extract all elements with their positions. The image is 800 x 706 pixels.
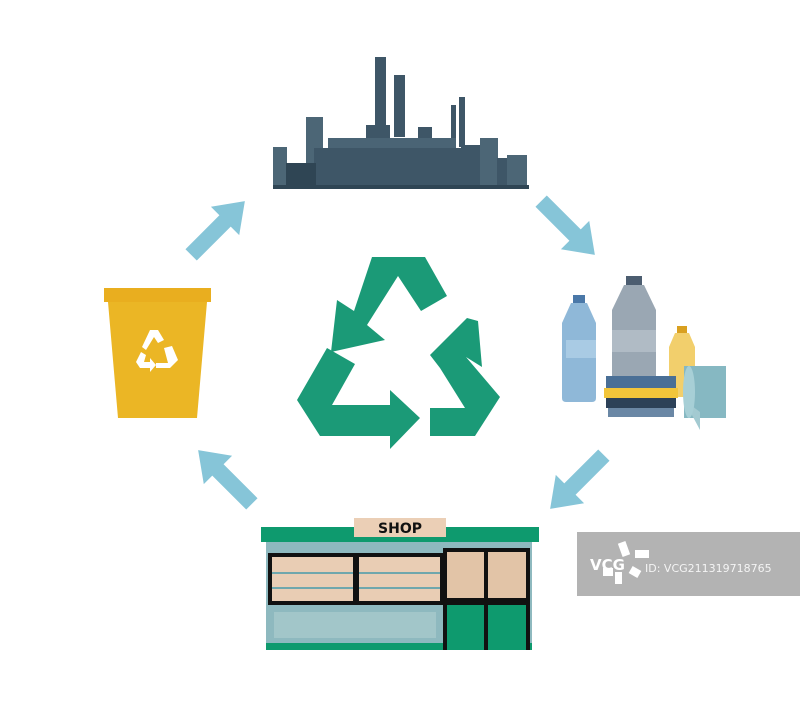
shop-sign <box>354 518 446 537</box>
vcg-logo-icon <box>603 541 649 584</box>
watermark: VCG ID: VCG211319718765 <box>577 532 800 596</box>
recycled-products-icon <box>562 276 726 430</box>
arrow-shop-to-bin-icon <box>198 450 258 510</box>
cycle-arrows <box>185 195 610 510</box>
blue-bottle-icon <box>562 295 596 402</box>
books-icon <box>604 376 678 417</box>
factory-icon <box>273 57 529 189</box>
shop-door-right <box>488 605 526 650</box>
watermark-logo-text: VCG <box>590 556 625 574</box>
arrow-products-to-shop-icon <box>550 449 610 509</box>
arrow-factory-to-products-icon <box>535 195 595 255</box>
bin-recycle-logo-icon <box>136 330 178 372</box>
shop-building-icon: SHOP <box>261 518 539 650</box>
watermark-id-text: ID: VCG211319718765 <box>645 562 772 575</box>
shop-sign-text: SHOP <box>378 521 422 537</box>
arrow-bin-to-factory-icon <box>185 201 245 261</box>
recycle-bin-icon <box>104 288 211 418</box>
shop-door-left <box>447 605 484 650</box>
paper-roll-icon <box>683 366 726 430</box>
recycle-symbol-icon <box>297 257 500 449</box>
gray-bottle-icon <box>612 276 656 395</box>
